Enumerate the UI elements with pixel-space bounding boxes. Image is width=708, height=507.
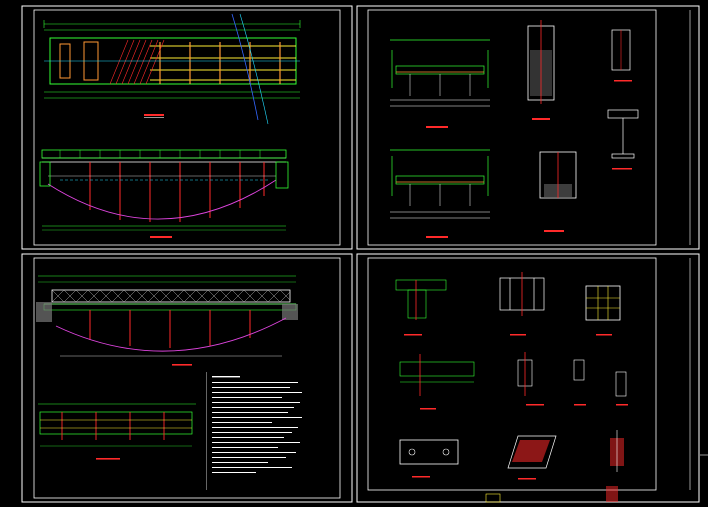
river-bank-line-2	[239, 13, 269, 125]
sheet-3-notes-block	[206, 372, 302, 490]
sheet-3-inner-frame	[33, 257, 341, 499]
section-b-title-mark	[426, 236, 448, 238]
plan-title-underline	[144, 117, 164, 118]
sheet3-riverbed-arc	[55, 317, 287, 352]
sheet-1-inner-frame	[33, 9, 341, 246]
rebar-detail-i-outline	[507, 435, 557, 469]
plan-cross-beams	[159, 42, 281, 84]
sheet-3-railing-detail	[38, 403, 196, 460]
railing-detail-frame	[39, 411, 193, 435]
post-detail-title-mark	[612, 168, 632, 170]
sheet-1-frame	[21, 5, 353, 250]
sheet-1-elevation-view	[39, 149, 289, 238]
small-detail-g	[615, 371, 627, 397]
sheet3-piers	[89, 310, 251, 348]
sheet-frames	[21, 5, 700, 503]
section-a-piles	[390, 74, 490, 107]
sheet-4-inner-frame	[367, 257, 657, 491]
plate-detail-c	[585, 285, 621, 321]
plate-detail-c-grid	[586, 286, 620, 320]
joint-detail-a-title-mark	[404, 334, 422, 336]
elevation-left-abutment	[39, 161, 51, 187]
railing-detail-rails	[40, 419, 192, 429]
base-plate-hole-2	[442, 448, 450, 456]
plan-beams	[150, 45, 296, 81]
river-bank-line-1	[231, 13, 259, 121]
plan-title-marks	[144, 114, 164, 116]
connection-detail-b-title-mark	[510, 334, 526, 336]
pier-column-title-mark	[532, 118, 550, 120]
partial-detail-l	[606, 486, 618, 502]
section-b-piles	[390, 184, 490, 219]
plate-detail-c-title-mark	[596, 334, 612, 336]
rebar-detail-i-title-mark	[518, 478, 536, 480]
sheet-2-frame	[356, 5, 700, 250]
elevation-title-mark	[150, 236, 172, 238]
sheet3-railing-lattice	[51, 289, 291, 303]
sheet3-title-mark	[172, 364, 192, 366]
title-block-strips	[689, 10, 708, 490]
rebar-detail-i-fill	[512, 440, 550, 462]
elevation-piers	[89, 162, 265, 222]
railing-detail-title-mark	[96, 458, 120, 460]
elevation-railing	[41, 149, 287, 159]
elevation-riverbed-arc	[47, 179, 277, 220]
sheet-3-elevation	[36, 275, 298, 366]
joint-detail-a	[395, 279, 447, 319]
base-footing-title-mark	[544, 230, 564, 232]
railing-detail-posts	[61, 412, 165, 440]
sheet-2-cross-sections	[390, 20, 639, 238]
sheet-4-frame	[356, 253, 700, 503]
base-plate-detail-h	[399, 439, 459, 465]
sheet3-railing-frame	[51, 289, 291, 303]
plan-dimension-lines	[43, 20, 301, 99]
sheet-1-plan-view	[43, 13, 301, 125]
sheet3-right-abutment	[282, 304, 298, 320]
sheet-3-frame	[21, 253, 353, 503]
anchor-detail-e-title-mark	[526, 404, 544, 406]
post-detail	[607, 109, 639, 159]
bearing-detail-d-title-mark	[420, 408, 436, 410]
base-plate-title-mark	[412, 476, 430, 478]
plan-stair-hatching	[109, 39, 165, 85]
bearing-detail-d	[399, 361, 475, 383]
footing-detail-title-mark	[614, 80, 632, 82]
elevation-railing-posts	[59, 150, 261, 158]
small-detail-f-title-mark	[574, 404, 586, 406]
section-a-title-mark	[426, 126, 448, 128]
sheet-4-details	[395, 272, 628, 503]
elevation-right-abutment	[275, 161, 289, 189]
partial-detail-k	[485, 493, 501, 503]
base-plate-hole-1	[408, 448, 416, 456]
small-detail-g-title-mark	[616, 404, 628, 406]
sheet-2-inner-frame	[367, 9, 657, 246]
small-detail-f	[573, 359, 585, 381]
sheet3-left-abutment	[36, 302, 52, 322]
